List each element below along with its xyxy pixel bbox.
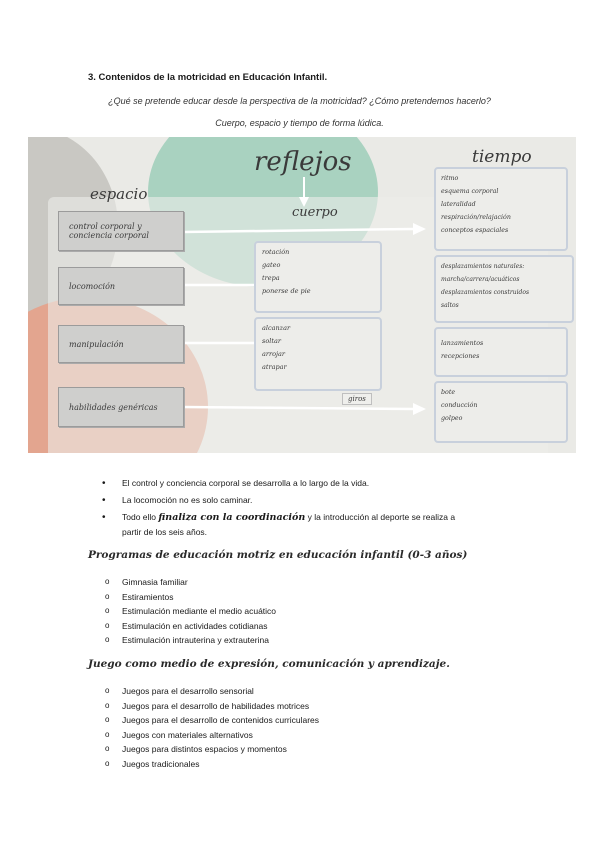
bullet-continuation: partir de los seis años. (122, 527, 208, 537)
center-box-cuerpo: rotación gateo trepa ponerse de pie (254, 241, 382, 313)
bullet-item: El control y conciencia corporal se desa… (100, 478, 455, 489)
right-item: golpeo (441, 415, 463, 422)
list-item: Estimulación en actividades cotidianas (105, 619, 276, 634)
right-item: bote (441, 389, 456, 396)
list-item: Estiramientos (105, 590, 276, 605)
right-item: lateralidad (441, 201, 476, 208)
emphasis-text: finaliza con la coordinación (158, 512, 306, 523)
motricity-diagram: reflejos espacio cuerpo tiempo control c… (28, 137, 576, 453)
bullet-item: Todo ello finaliza con la coordinación y… (100, 512, 455, 523)
center-box-manipulacion: alcanzar soltar arrojar atrapar (254, 317, 382, 391)
giros-label: giros (342, 393, 372, 405)
right-item: desplazamientos construidos (441, 289, 530, 296)
list-item: Estimulación mediante el medio acuático (105, 604, 276, 619)
right-item: conducción (441, 402, 478, 409)
espacio-title: espacio (90, 185, 148, 203)
list-item: Juegos para el desarrollo de contenidos … (105, 713, 319, 728)
right-item: ritmo (441, 175, 459, 182)
cuerpo-title: cuerpo (292, 205, 338, 220)
center-item: gateo (262, 261, 281, 269)
right-item: marcha/carrera/acuáticos (441, 276, 520, 283)
reflejos-title: reflejos (254, 147, 352, 177)
left-box-locomocion: locomoción (58, 267, 184, 305)
right-box-manipulacion: lanzamientos recepciones (434, 327, 568, 377)
tiempo-title: tiempo (472, 147, 532, 167)
section2-list: Juegos para el desarrollo sensorial Jueg… (105, 684, 319, 772)
bullet-text: y la introducción al deporte se realiza … (305, 512, 456, 522)
list-item: Juegos con materiales alternativos (105, 728, 319, 743)
section1-title: Programas de educación motriz en educaci… (88, 549, 468, 561)
center-item: trepa (262, 274, 280, 282)
bullet-text: Todo ello (122, 512, 159, 522)
right-item: esquema corporal (441, 188, 499, 195)
right-item: desplazamientos naturales: (441, 263, 525, 270)
left-box-habilidades: habilidades genéricas (58, 387, 184, 427)
center-item: ponerse de pie (262, 287, 311, 295)
list-item: Estimulación intrauterina y extrauterina (105, 633, 276, 648)
right-box-locomocion: desplazamientos naturales: marcha/carrer… (434, 255, 574, 323)
right-item: saltos (441, 302, 459, 309)
list-item: Juegos para distintos espacios y momento… (105, 742, 319, 757)
question-text: ¿Qué se pretende educar desde la perspec… (108, 96, 491, 106)
list-item: Juegos para el desarrollo de habilidades… (105, 699, 319, 714)
right-item: recepciones (441, 353, 480, 360)
left-box-control: control corporal y conciencia corporal (58, 211, 184, 251)
right-item: lanzamientos (441, 340, 484, 347)
center-item: alcanzar (262, 324, 291, 332)
bullet-list: El control y conciencia corporal se desa… (100, 478, 455, 537)
list-item: Gimnasia familiar (105, 575, 276, 590)
center-item: arrojar (262, 350, 286, 358)
section-heading: 3. Contenidos de la motricidad en Educac… (88, 72, 328, 83)
left-box-manipulacion: manipulación (58, 325, 184, 363)
list-item: Juegos tradicionales (105, 757, 319, 772)
list-item: Juegos para el desarrollo sensorial (105, 684, 319, 699)
center-item: rotación (262, 248, 290, 256)
right-box-tiempo: ritmo esquema corporal lateralidad respi… (434, 167, 568, 251)
center-item: soltar (262, 337, 281, 345)
section2-title: Juego como medio de expresión, comunicac… (88, 658, 450, 670)
section1-list: Gimnasia familiar Estiramientos Estimula… (105, 575, 276, 648)
subtitle-text: Cuerpo, espacio y tiempo de forma lúdica… (215, 118, 384, 128)
right-box-habilidades: bote conducción golpeo (434, 381, 568, 443)
right-item: conceptos espaciales (441, 227, 509, 234)
right-item: respiración/relajación (441, 214, 511, 221)
center-item: atrapar (262, 363, 287, 371)
bullet-item: La locomoción no es solo caminar. (100, 495, 455, 506)
